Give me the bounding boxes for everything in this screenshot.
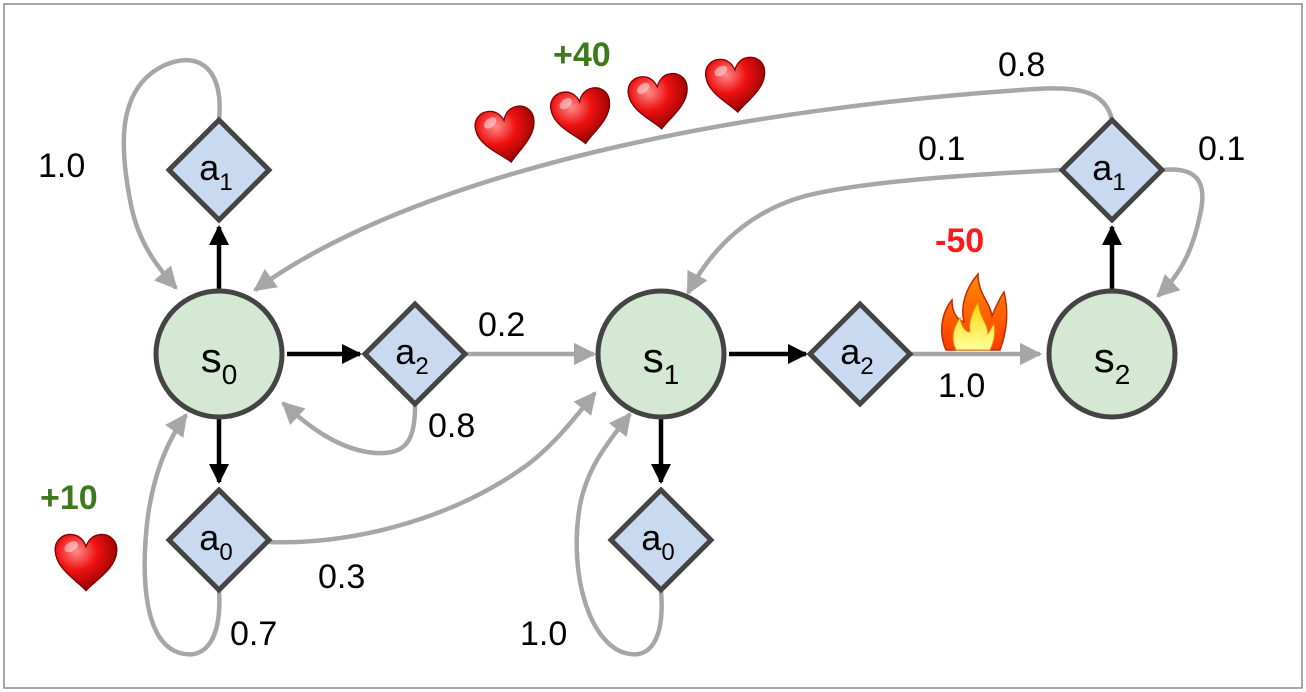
action-s0-a2: a2 bbox=[361, 300, 469, 408]
prob-s2-a1-to-s0: 0.8 bbox=[998, 46, 1045, 84]
action-s0-a1-subscript: 1 bbox=[219, 169, 232, 196]
heart-icon bbox=[703, 55, 768, 115]
svg-text:s1: s1 bbox=[643, 334, 680, 390]
svg-text:a0: a0 bbox=[641, 517, 674, 566]
state-s1-label: s bbox=[643, 334, 664, 381]
transition-s2-a1-to-s0 bbox=[253, 86, 1115, 292]
svg-text:a2: a2 bbox=[840, 331, 873, 380]
svg-text:a0: a0 bbox=[199, 517, 232, 566]
transition-s0-a0-to-s1 bbox=[268, 391, 597, 545]
action-s1-a0-label: a bbox=[641, 517, 662, 558]
action-s0-a2-subscript: 2 bbox=[415, 353, 428, 380]
prob-s0-a2-to-s1: 0.2 bbox=[478, 306, 525, 344]
prob-s2-a1-to-s2: 0.1 bbox=[1198, 130, 1245, 168]
transition-s0-a2-to-s0 bbox=[281, 401, 418, 456]
heart-icon bbox=[548, 85, 616, 149]
prob-s0-a0-to-s0: 0.7 bbox=[230, 615, 277, 653]
state-s0: s0 bbox=[153, 288, 285, 420]
fire-icon bbox=[940, 271, 1008, 351]
state-s2-label: s bbox=[1094, 334, 1115, 381]
svg-text:s2: s2 bbox=[1094, 334, 1131, 390]
action-s0-a0-subscript: 0 bbox=[219, 539, 232, 566]
prob-s1-a0-to-s1: 1.0 bbox=[520, 615, 567, 653]
prob-s0-a1-to-s0: 1.0 bbox=[38, 147, 85, 185]
state-s0-subscript: 0 bbox=[222, 359, 238, 390]
prob-s2-a1-to-s1: 0.1 bbox=[918, 130, 965, 168]
transition-s1-a0-to-s1 bbox=[574, 412, 664, 657]
transition-s0-a1-to-s0 bbox=[121, 58, 222, 290]
state-s1-subscript: 1 bbox=[664, 359, 680, 390]
svg-text:s0: s0 bbox=[201, 334, 238, 390]
transition-s0-a0-to-s0 bbox=[142, 413, 222, 657]
action-s0-a0: a0 bbox=[165, 486, 273, 594]
state-s1: s1 bbox=[595, 288, 727, 420]
state-s2-subscript: 2 bbox=[1115, 359, 1131, 390]
action-s1-a2: a2 bbox=[806, 300, 914, 408]
state-s2: s2 bbox=[1046, 288, 1178, 420]
action-s1-a0: a0 bbox=[607, 486, 715, 594]
svg-text:a1: a1 bbox=[199, 147, 232, 196]
action-s2-a1: a1 bbox=[1058, 116, 1166, 224]
action-s2-a1-subscript: 1 bbox=[1112, 169, 1125, 196]
reward-plus-40: +40 bbox=[553, 36, 611, 74]
action-s1-a2-subscript: 2 bbox=[860, 353, 873, 380]
state-s0-label: s bbox=[201, 334, 222, 381]
transition-s2-a1-to-s2 bbox=[1156, 167, 1205, 298]
svg-text:a2: a2 bbox=[395, 331, 428, 380]
reward-plus-10: +10 bbox=[40, 479, 98, 517]
action-s1-a2-label: a bbox=[840, 331, 861, 372]
heart-icon bbox=[472, 103, 542, 168]
prob-s1-a2-to-s2: 1.0 bbox=[938, 367, 985, 405]
prob-s0-a0-to-s1: 0.3 bbox=[318, 558, 365, 596]
action-s2-a1-label: a bbox=[1092, 147, 1113, 188]
transition-s2-a1-to-s1 bbox=[686, 167, 1061, 295]
action-s0-a2-label: a bbox=[395, 331, 416, 372]
action-s0-a1-label: a bbox=[199, 147, 220, 188]
action-s0-a0-label: a bbox=[199, 517, 220, 558]
svg-text:a1: a1 bbox=[1092, 147, 1125, 196]
heart-icon bbox=[626, 71, 692, 133]
prob-s0-a2-to-s0: 0.8 bbox=[428, 407, 475, 445]
heart-icon bbox=[54, 533, 118, 592]
reward-minus-50: -50 bbox=[935, 222, 984, 260]
action-s0-a1: a1 bbox=[165, 116, 273, 224]
action-s1-a0-subscript: 0 bbox=[661, 539, 674, 566]
diagram-frame bbox=[3, 3, 1303, 689]
